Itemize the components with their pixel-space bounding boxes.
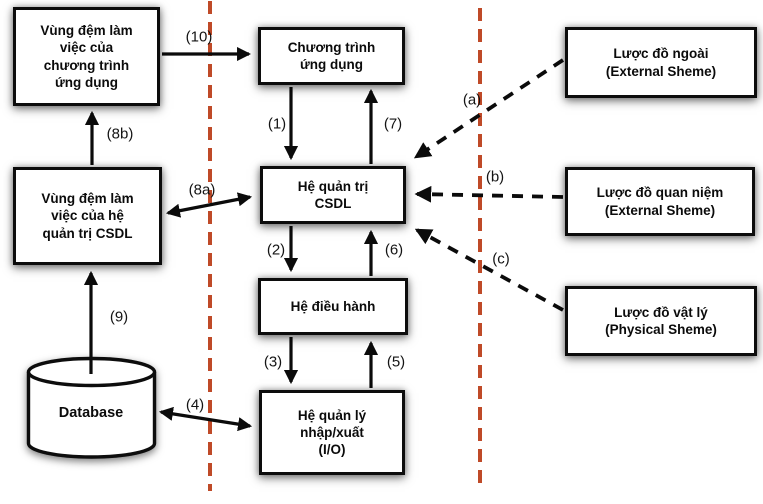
- arrow-label-8a: (8a): [188, 181, 216, 199]
- arrow-label-a: (a): [462, 91, 482, 109]
- node-conceptual-schema: Lược đồ quan niệm (External Sheme): [565, 167, 755, 236]
- node-io-manager: Hệ quản lý nhập/xuất (I/O): [259, 390, 405, 475]
- arrow-label-8b: (8b): [106, 125, 134, 143]
- arrow-label-5: (5): [386, 353, 406, 371]
- arrow-8a: [165, 192, 253, 218]
- arrow-label-1: (1): [267, 115, 287, 133]
- arrow-label-2: (2): [266, 241, 286, 259]
- arrow-label-c: (c): [492, 250, 510, 268]
- node-physical-schema: Lược đồ vật lý (Physical Sheme): [565, 286, 757, 356]
- arrow-label-7: (7): [383, 115, 403, 133]
- arrow-label-10: (10): [185, 28, 213, 46]
- arrow-c: [414, 228, 564, 312]
- arrow-a: [413, 58, 565, 159]
- node-app-buffer: Vùng đệm làm việc của chương trình ứng d…: [13, 7, 160, 106]
- arrow-label-6: (6): [384, 241, 404, 259]
- node-dbms: Hệ quản trị CSDL: [260, 166, 406, 224]
- database-label: Database: [58, 405, 124, 421]
- arrow-label-3: (3): [263, 353, 283, 371]
- node-external-schema: Lược đồ ngoài (External Sheme): [565, 27, 757, 98]
- arrow-4: [158, 406, 253, 432]
- node-application-program: Chương trình ứng dụng: [258, 27, 405, 85]
- arrow-label-9: (9): [109, 308, 129, 326]
- arrow-label-b: (b): [485, 168, 505, 186]
- arrow-b: [414, 185, 564, 203]
- arrow-label-4: (4): [185, 396, 205, 414]
- node-operating-system: Hệ điều hành: [258, 278, 408, 335]
- node-dbms-buffer: Vùng đệm làm việc của hệ quản trị CSDL: [13, 167, 162, 265]
